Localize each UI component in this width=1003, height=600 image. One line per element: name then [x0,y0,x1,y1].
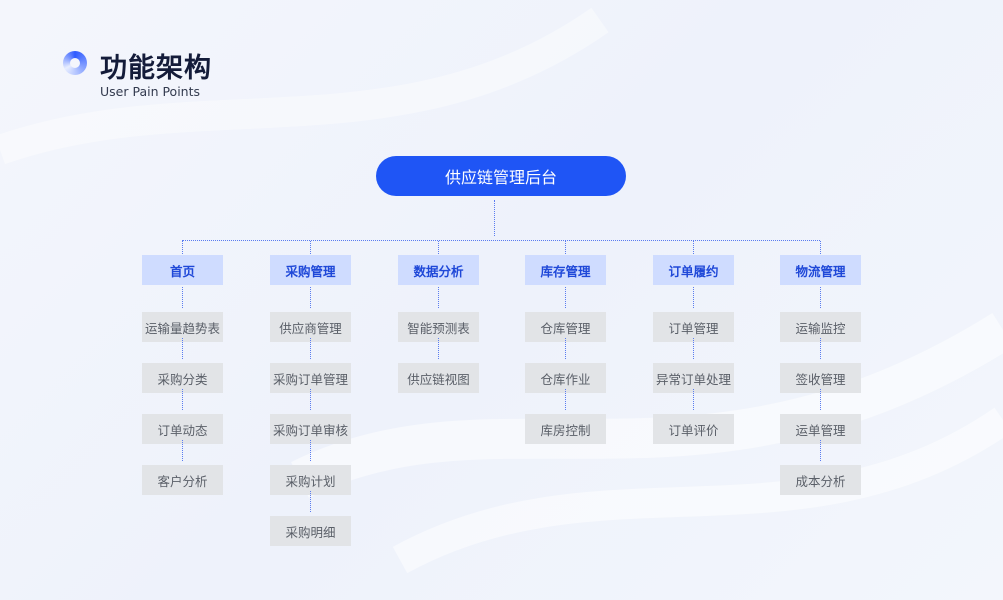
connector [182,338,183,359]
feature-node[interactable]: 采购订单审核 [270,414,351,444]
feature-node[interactable]: 仓库管理 [525,312,606,342]
page-title: 功能架构 [100,53,212,84]
connector [310,491,311,512]
connector [310,241,311,254]
connector [693,241,694,254]
category-node[interactable]: 首页 [142,255,223,285]
category-node[interactable]: 库存管理 [525,255,606,285]
feature-node[interactable]: 订单评价 [653,414,734,444]
connector [820,440,821,461]
connector [693,287,694,308]
connector [820,241,821,254]
connector [693,389,694,410]
feature-node[interactable]: 供应商管理 [270,312,351,342]
connector [182,389,183,410]
feature-node[interactable]: 库房控制 [525,414,606,444]
feature-node[interactable]: 采购分类 [142,363,223,393]
feature-node[interactable]: 签收管理 [780,363,861,393]
category-node[interactable]: 数据分析 [398,255,479,285]
feature-node[interactable]: 采购计划 [270,465,351,495]
category-node[interactable]: 物流管理 [780,255,861,285]
feature-node[interactable]: 运输量趋势表 [142,312,223,342]
feature-node[interactable]: 采购明细 [270,516,351,546]
feature-node[interactable]: 智能预测表 [398,312,479,342]
connector [438,241,439,254]
connector [565,389,566,410]
feature-node[interactable]: 运单管理 [780,414,861,444]
feature-node[interactable]: 仓库作业 [525,363,606,393]
root-node[interactable]: 供应链管理后台 [376,156,626,196]
connector [693,338,694,359]
connector [820,389,821,410]
category-node[interactable]: 采购管理 [270,255,351,285]
feature-node[interactable]: 采购订单管理 [270,363,351,393]
feature-node[interactable]: 供应链视图 [398,363,479,393]
connector [820,287,821,308]
connector [494,200,495,236]
connector [438,338,439,359]
feature-node[interactable]: 订单动态 [142,414,223,444]
feature-node[interactable]: 异常订单处理 [653,363,734,393]
connector [820,338,821,359]
feature-node[interactable]: 成本分析 [780,465,861,495]
feature-node[interactable]: 运输监控 [780,312,861,342]
connector [182,287,183,308]
connector [310,389,311,410]
logo-ring-icon [63,51,87,75]
connector [310,338,311,359]
connector [310,287,311,308]
connector [565,338,566,359]
feature-node[interactable]: 客户分析 [142,465,223,495]
connector [182,240,820,241]
connector [182,241,183,254]
connector [565,241,566,254]
feature-node[interactable]: 订单管理 [653,312,734,342]
category-node[interactable]: 订单履约 [653,255,734,285]
connector [565,287,566,308]
connector [182,440,183,461]
connector [438,287,439,308]
connector [310,440,311,461]
page-subtitle: User Pain Points [100,84,201,99]
